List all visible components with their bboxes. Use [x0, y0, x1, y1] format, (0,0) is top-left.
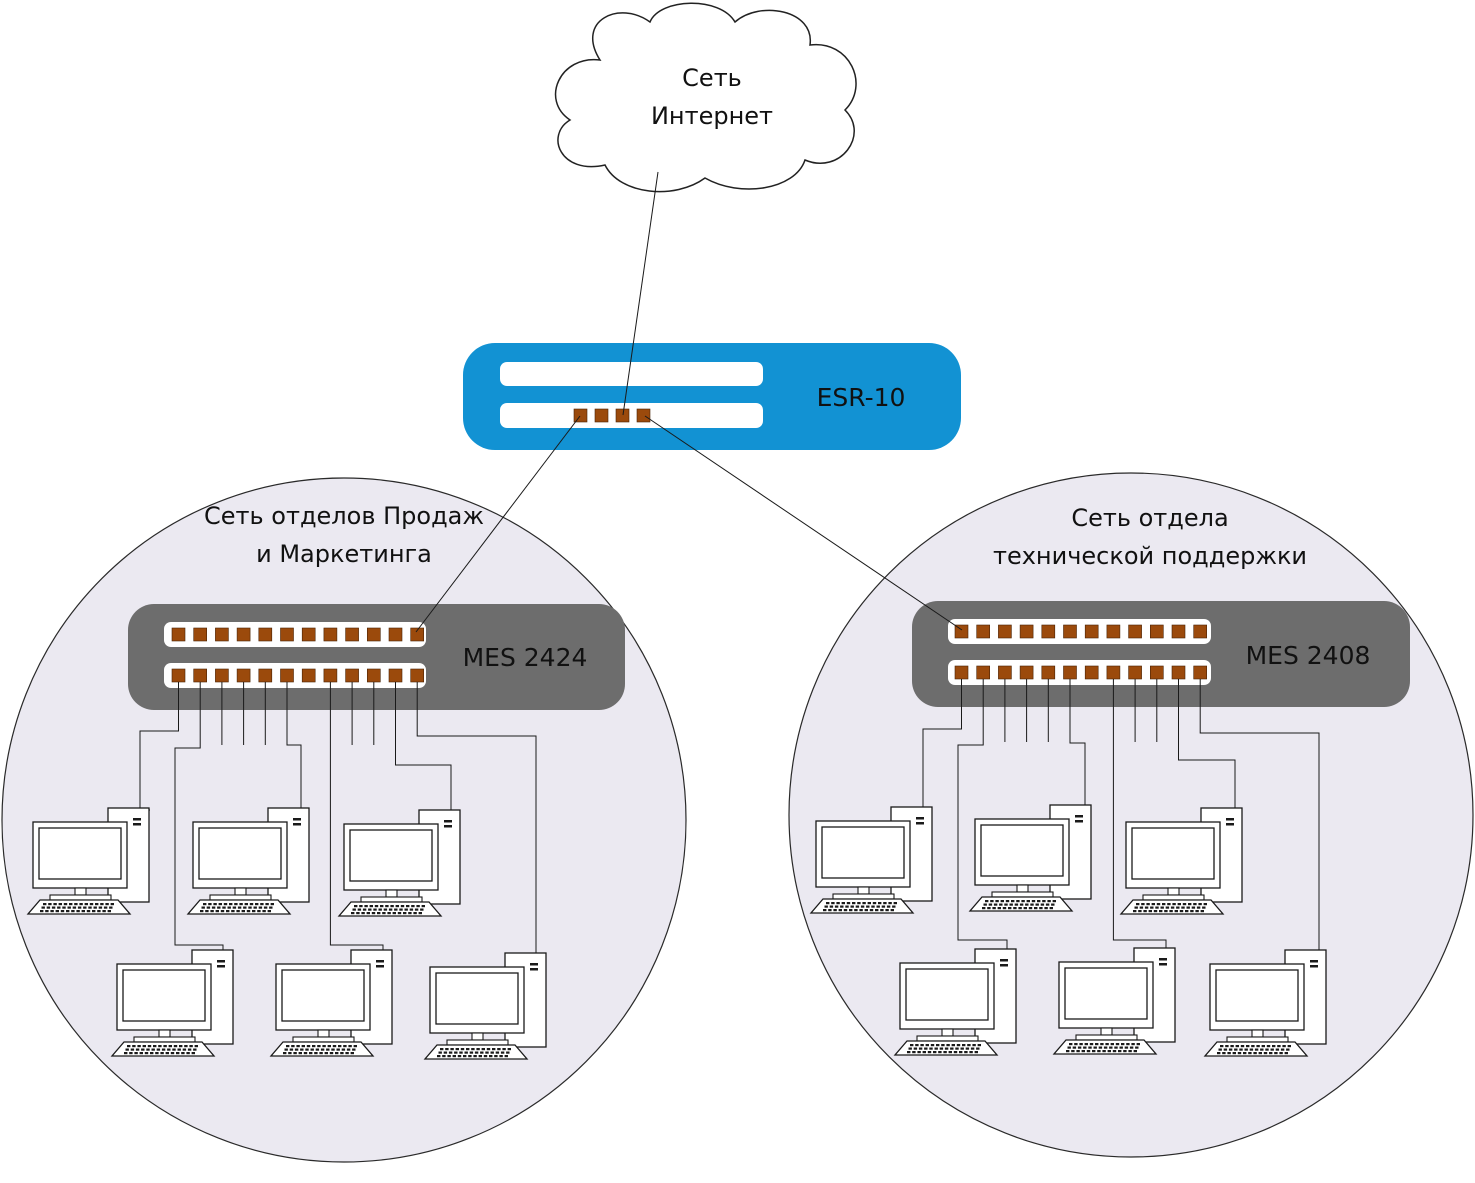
switch-port — [215, 668, 229, 683]
switch-port — [1084, 665, 1099, 680]
switch-port — [236, 627, 251, 642]
router-port-4 — [636, 408, 651, 423]
switch-port — [388, 668, 403, 683]
switch-port — [410, 627, 425, 642]
switch-port — [976, 665, 991, 680]
desktop-computer-icon — [269, 949, 393, 1057]
switch-port — [1063, 665, 1077, 680]
zone-left-title-line1: Сеть отделов Продаж — [204, 502, 484, 530]
switch-port — [954, 665, 969, 680]
desktop-computer-icon — [1119, 807, 1243, 915]
switch-port — [1106, 665, 1121, 680]
switch-left-label: MES 2424 — [463, 643, 588, 672]
switch-port — [171, 627, 186, 642]
switch-port — [280, 627, 294, 642]
switch-port — [171, 668, 186, 683]
switch-port — [323, 627, 338, 642]
switch-port — [1019, 624, 1034, 639]
switch-right-label: MES 2408 — [1246, 641, 1371, 670]
switch-port — [1150, 624, 1164, 639]
desktop-computer-icon — [110, 949, 234, 1057]
zone-left-circle — [1, 477, 687, 1163]
desktop-computer-icon — [809, 806, 933, 914]
desktop-computer-icon — [26, 807, 150, 915]
switch-port — [258, 668, 273, 683]
switch-right — [912, 601, 1410, 707]
switch-port — [323, 668, 338, 683]
uplink-left-switch — [415, 415, 581, 633]
switch-port — [215, 627, 229, 642]
switch-port — [1128, 624, 1142, 639]
switch-port — [976, 624, 991, 639]
router-port-2 — [594, 408, 609, 423]
desktop-computer-icon — [423, 952, 547, 1060]
switch-port — [954, 624, 969, 639]
switch-port — [1019, 665, 1034, 680]
switch-port — [388, 627, 403, 642]
cloud-label-line2: Интернет — [651, 102, 773, 130]
uplink-right-switch — [644, 415, 963, 631]
uplink-internet — [622, 171, 659, 416]
switch-port — [410, 668, 425, 683]
router-icon — [463, 343, 961, 450]
switch-left — [128, 604, 625, 710]
switch-port — [366, 627, 381, 642]
router-port-1 — [573, 408, 588, 423]
router-label: ESR-10 — [817, 383, 906, 412]
workstations — [26, 804, 1327, 1060]
switch-port — [1084, 624, 1099, 639]
switch-port — [345, 668, 359, 683]
switch-port — [1193, 665, 1207, 680]
switch-port — [1128, 665, 1142, 680]
switch-port — [998, 624, 1012, 639]
switch-port — [236, 668, 251, 683]
cloud-label-line1: Сеть — [682, 64, 742, 92]
switch-port — [1150, 665, 1164, 680]
desktop-computer-icon — [968, 804, 1092, 912]
uplinks — [415, 171, 963, 633]
desktop-computer-icon — [1203, 949, 1327, 1057]
switch-port — [280, 668, 294, 683]
desktop-computer-icon — [337, 809, 461, 917]
desktop-computer-icon — [1052, 947, 1176, 1055]
switch-port — [1193, 624, 1207, 639]
switch-port — [1041, 624, 1056, 639]
switch-port — [1106, 624, 1121, 639]
switch-port — [1171, 665, 1186, 680]
switch-port — [1063, 624, 1077, 639]
zone-right-title-line1: Сеть отдела — [1071, 504, 1228, 532]
switch-port — [998, 665, 1012, 680]
router-port-3 — [615, 408, 630, 423]
switch-port — [301, 627, 316, 642]
cloud-icon — [554, 2, 857, 193]
switch-port — [345, 627, 359, 642]
switch-port — [1041, 665, 1056, 680]
desktop-computer-icon — [186, 807, 310, 915]
zone-left-title-line2: и Маркетинга — [256, 540, 432, 568]
zone-right-title-line2: технической поддержки — [993, 542, 1307, 570]
switch-port — [366, 668, 381, 683]
switch-port — [193, 668, 207, 683]
desktop-computer-icon — [893, 948, 1017, 1056]
switch-port — [301, 668, 316, 683]
switch-port — [193, 627, 207, 642]
switch-port — [258, 627, 273, 642]
switch-port — [1171, 624, 1186, 639]
